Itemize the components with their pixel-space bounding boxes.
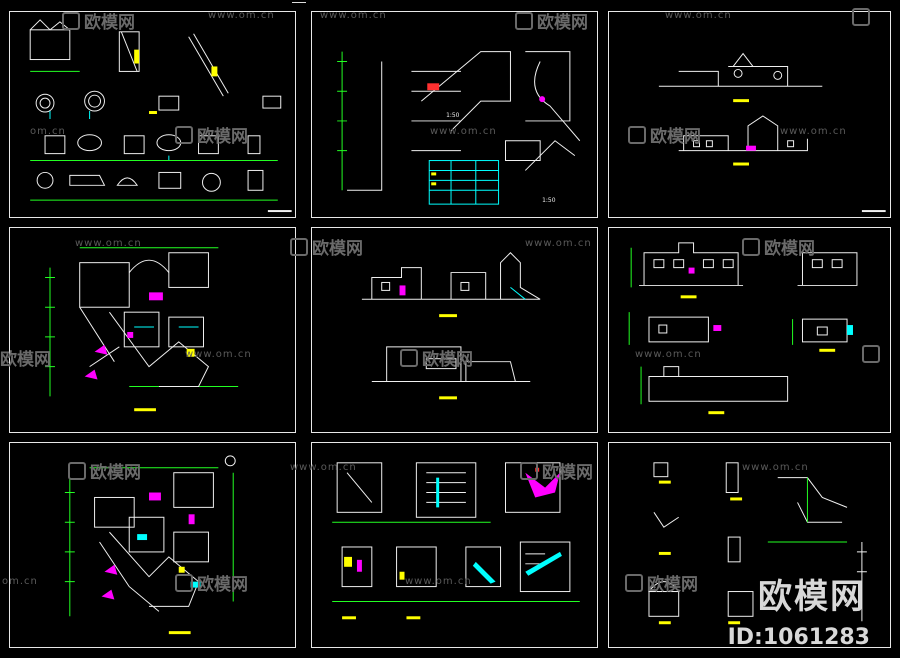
top-tick-mark bbox=[292, 2, 306, 3]
drawing-sheet-elevations[interactable] bbox=[608, 11, 891, 218]
drawing-sheet-details[interactable] bbox=[9, 11, 296, 218]
details-drawing bbox=[29, 19, 292, 213]
watermark-logo: 欧模网 bbox=[290, 234, 363, 259]
drawing-sheet-sections[interactable] bbox=[311, 227, 598, 433]
drawing-sheet-floor-plan-2[interactable] bbox=[9, 442, 296, 648]
watermark-url: www.om.cn bbox=[290, 462, 357, 473]
misc-details-drawing bbox=[647, 462, 867, 625]
watermark-url: om.cn bbox=[30, 126, 66, 137]
watermark-url: www.om.cn bbox=[430, 126, 497, 137]
watermark-url: www.om.cn bbox=[665, 10, 732, 21]
svg-text:1:50: 1:50 bbox=[542, 197, 556, 204]
watermark-url: www.om.cn bbox=[525, 238, 592, 249]
watermark-url: www.om.cn bbox=[75, 238, 142, 249]
watermark-url: www.om.cn bbox=[208, 10, 275, 21]
watermark-url: www.om.cn bbox=[780, 126, 847, 137]
elevations-drawing bbox=[658, 52, 886, 213]
drawing-sheet-stair-section[interactable]: 1:50 1:50 bbox=[311, 11, 598, 218]
watermark-url: www.om.cn bbox=[185, 349, 252, 360]
watermark-url: www.om.cn bbox=[320, 10, 387, 21]
drawing-sheet-stair-details[interactable] bbox=[311, 442, 598, 648]
watermark-logo: 欧模网 bbox=[742, 234, 815, 259]
drawing-sheet-misc-details[interactable] bbox=[608, 442, 891, 648]
stair-details-drawing bbox=[332, 462, 580, 620]
elevations-set-drawing bbox=[628, 242, 858, 415]
floor-plan-1-drawing bbox=[45, 247, 239, 412]
watermark-logo: 欧模网 bbox=[515, 8, 588, 33]
watermark-url: www.om.cn bbox=[742, 462, 809, 473]
watermark-logo: 欧模网 bbox=[175, 570, 248, 595]
model-id-label: ID:1061283 bbox=[727, 625, 870, 650]
watermark-logo: 欧模网 bbox=[625, 570, 698, 595]
watermark-url: www.om.cn bbox=[635, 349, 702, 360]
stair-section-drawing: 1:50 1:50 bbox=[337, 51, 581, 205]
drawing-sheet-floor-plan-1[interactable] bbox=[9, 227, 296, 433]
svg-text:1:50: 1:50 bbox=[446, 112, 460, 119]
watermark-url: om.cn bbox=[2, 576, 38, 587]
watermark-logo bbox=[862, 345, 884, 366]
watermark-logo: 欧模网 bbox=[520, 458, 593, 483]
watermark-logo: 欧模网 bbox=[175, 122, 248, 147]
floor-plan-2-drawing bbox=[64, 455, 236, 635]
watermark-logo: 欧模网 bbox=[68, 458, 141, 483]
watermark-logo: 欧模网 bbox=[62, 8, 135, 33]
watermark-logo bbox=[852, 8, 874, 29]
watermark-logo: 欧模网 bbox=[400, 345, 473, 370]
drawing-sheet-elevations-set[interactable] bbox=[608, 227, 891, 433]
brand-logo-text: 欧模网 bbox=[758, 577, 866, 617]
watermark-logo: 欧模网 bbox=[0, 350, 51, 370]
watermark-url: www.om.cn bbox=[405, 576, 472, 587]
watermark-logo: 欧模网 bbox=[628, 122, 701, 147]
sections-drawing bbox=[361, 252, 541, 400]
